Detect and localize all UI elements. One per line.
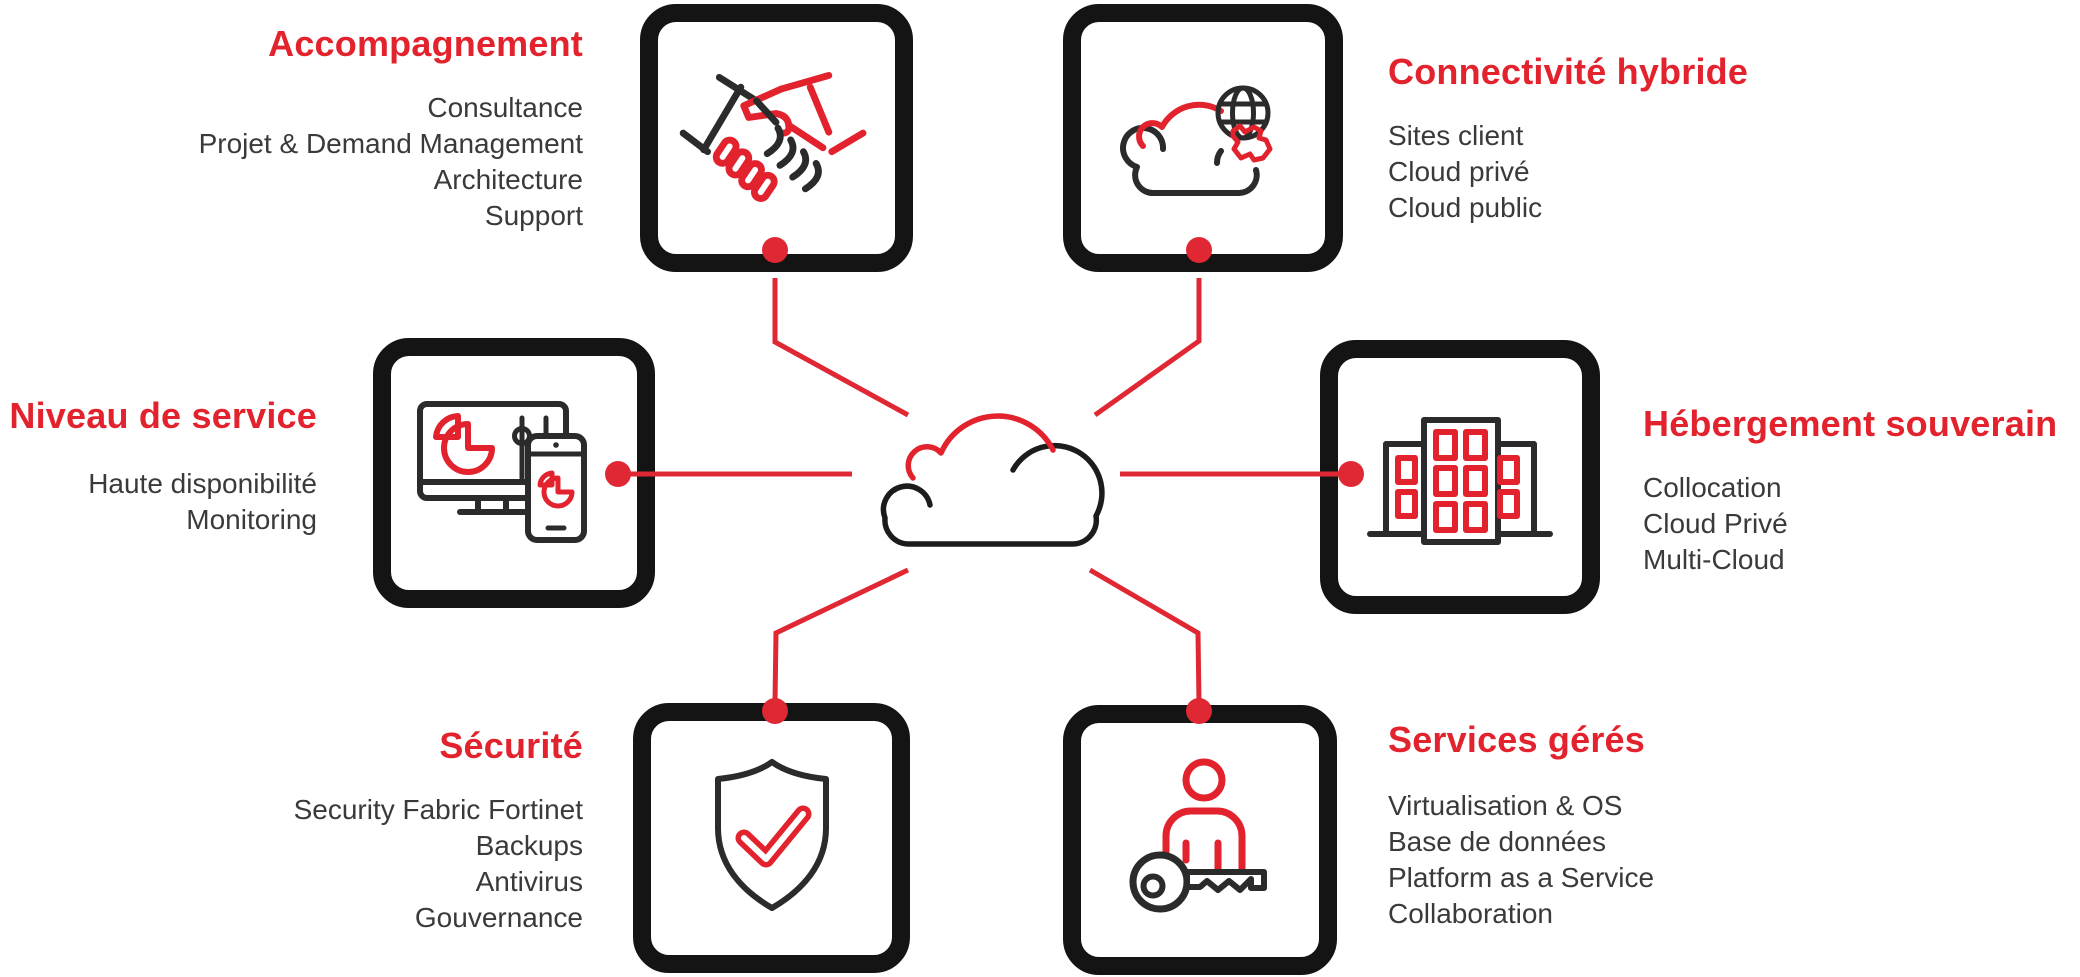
section-item: Cloud public — [1388, 192, 1543, 223]
section-accompagnement-text: Accompagnement Consultance Projet & Dema… — [199, 22, 583, 234]
section-securite-text: Sécurité Security Fabric Fortinet Backup… — [294, 724, 583, 936]
section-item: Multi-Cloud — [1643, 544, 1785, 575]
section-item: Consultance — [427, 92, 583, 123]
cloud-icon — [880, 413, 1105, 547]
section-services-text: Services gérés Virtualisation & OS Base … — [1388, 718, 1654, 932]
section-item: Cloud Privé — [1643, 508, 1788, 539]
connector-lines — [630, 278, 1351, 704]
connector-line-accompagnement — [772, 278, 910, 418]
icon-box-accompagnement — [640, 4, 913, 272]
shield-check-icon — [714, 759, 829, 911]
monitoring-dashboard-devices-icon — [417, 401, 587, 543]
person-key-icon — [1129, 758, 1267, 913]
icon-box-securite — [633, 703, 910, 973]
section-item: Cloud privé — [1388, 156, 1530, 187]
section-item: Projet & Demand Management — [198, 128, 583, 159]
section-item-list: Sites client Cloud privé Cloud public — [1388, 118, 1748, 226]
connector-line-connectivite — [1093, 278, 1202, 418]
section-item: Haute disponibilité — [88, 468, 317, 499]
connector-line-securite — [772, 567, 910, 704]
datacenter-buildings-icon — [1367, 417, 1553, 545]
section-item-list: Collocation Cloud Privé Multi-Cloud — [1643, 470, 2057, 578]
section-item: Monitoring — [186, 504, 317, 535]
hybrid-cloud-globe-icon — [1120, 85, 1273, 196]
section-title: Services gérés — [1388, 719, 1645, 760]
section-item: Architecture — [433, 164, 583, 195]
section-item: Collaboration — [1388, 898, 1553, 929]
section-hebergement-text: Hébergement souverain Collocation Cloud … — [1643, 402, 2057, 578]
handshake-icon — [679, 72, 866, 202]
section-title: Niveau de service — [9, 395, 317, 436]
section-item: Base de données — [1388, 826, 1606, 857]
section-item: Sites client — [1388, 120, 1524, 151]
section-item-list: Security Fabric Fortinet Backups Antivir… — [294, 792, 583, 936]
section-item-list: Haute disponibilité Monitoring — [9, 466, 317, 538]
section-title: Sécurité — [439, 725, 583, 766]
section-title: Connectivité hybride — [1388, 51, 1749, 92]
section-item: Gouvernance — [414, 902, 583, 933]
section-item: Backups — [475, 830, 583, 861]
section-item: Antivirus — [475, 866, 583, 897]
section-item: Collocation — [1643, 472, 1782, 503]
section-item: Platform as a Service — [1388, 862, 1655, 893]
section-item: Virtualisation & OS — [1388, 790, 1623, 821]
section-title: Hébergement souverain — [1643, 403, 2058, 444]
section-connectivite-text: Connectivité hybride Sites client Cloud … — [1388, 50, 1748, 226]
section-item-list: Consultance Projet & Demand Management A… — [199, 90, 583, 234]
section-item: Support — [484, 200, 583, 231]
connector-dots — [605, 237, 1364, 724]
icon-box-services — [1063, 705, 1337, 975]
section-item: Security Fabric Fortinet — [293, 794, 583, 825]
icon-box-hebergement — [1320, 340, 1600, 614]
section-item-list: Virtualisation & OS Base de données Plat… — [1388, 788, 1654, 932]
section-niveau-text: Niveau de service Haute disponibilité Mo… — [9, 394, 317, 538]
connector-line-services — [1088, 567, 1202, 704]
icon-box-connectivite — [1063, 4, 1343, 272]
section-title: Accompagnement — [268, 23, 583, 64]
icon-box-niveau — [373, 338, 655, 608]
